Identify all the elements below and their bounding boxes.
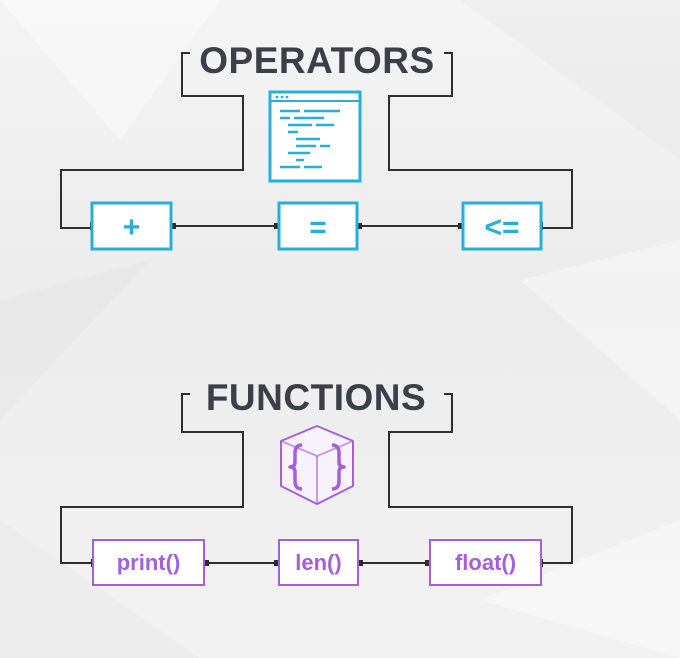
functions-right-bracket	[388, 393, 573, 564]
operator-label-plus: +	[123, 211, 141, 244]
function-box-len: len()	[278, 539, 359, 586]
code-window-icon	[268, 90, 362, 183]
function-label-len: len()	[295, 550, 341, 575]
function-box-float: float()	[429, 539, 542, 586]
operators-left-bracket	[60, 52, 244, 229]
operators-section: OPERATORS	[60, 40, 573, 251]
functions-left-bracket	[60, 393, 244, 564]
operator-box-plus: +	[90, 201, 173, 251]
function-label-float: float()	[455, 550, 516, 575]
curly-braces-cube-icon	[280, 425, 354, 505]
functions-title: FUNCTIONS	[206, 377, 426, 418]
operators-title: OPERATORS	[199, 40, 434, 81]
function-box-print: print()	[92, 539, 205, 586]
operator-box-less-equal: <=	[461, 201, 543, 251]
operators-right-bracket	[388, 52, 573, 229]
operator-label-less-equal: <=	[484, 211, 519, 244]
functions-section: FUNCTIONS print() len() float()	[60, 377, 573, 586]
operator-label-equals: =	[309, 211, 327, 244]
function-label-print: print()	[117, 550, 181, 575]
operator-box-equals: =	[277, 201, 359, 251]
